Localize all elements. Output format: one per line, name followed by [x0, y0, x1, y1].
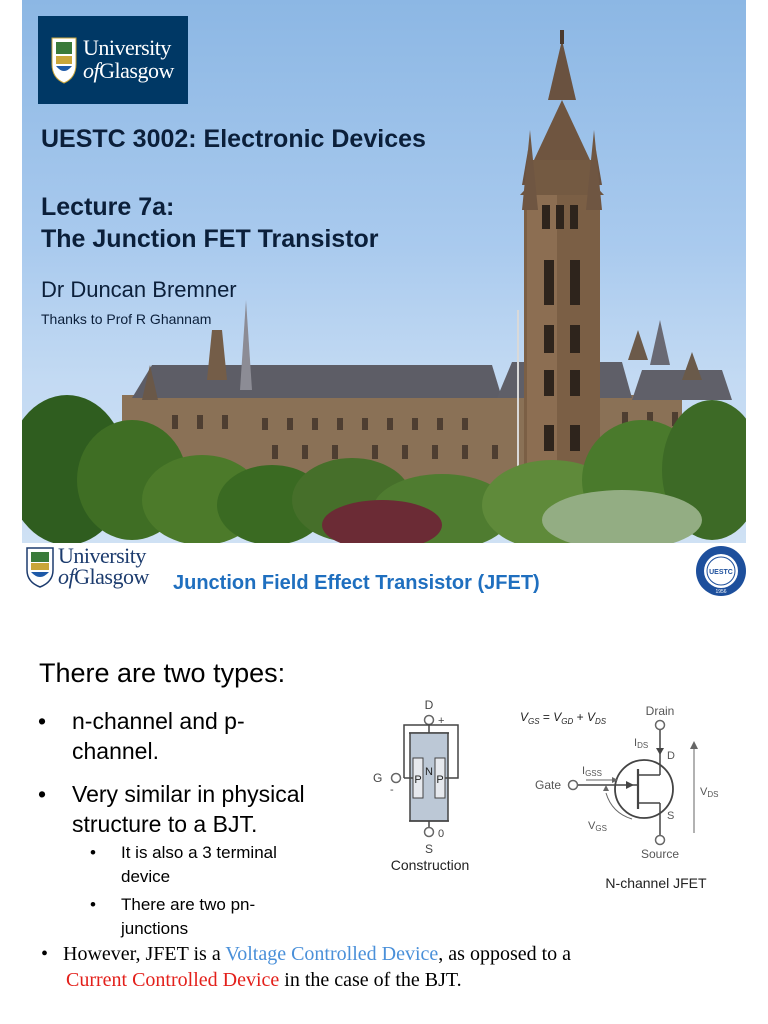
svg-text:S: S [425, 842, 433, 856]
svg-text:Drain: Drain [646, 704, 675, 718]
crest-icon [51, 37, 77, 84]
uestc-seal-icon: UESTC 1956 [696, 546, 746, 596]
drain-terminal [423, 714, 435, 726]
svg-text:D: D [425, 698, 434, 712]
author: Dr Duncan Bremner [41, 277, 237, 302]
university-logo: University ofGlasgow [38, 16, 188, 104]
current-controlled-highlight: Current Controlled Device [66, 969, 280, 991]
svg-text:S: S [667, 810, 674, 822]
logo-glasgow: Glasgow [74, 564, 149, 589]
svg-text:G: G [373, 771, 382, 785]
logo-line1: University [58, 543, 146, 568]
logo-of: of [58, 564, 75, 589]
source-terminal [654, 834, 666, 846]
construction-diagram: D + P N P G - 0 S Construction [373, 698, 469, 873]
vgs-equation: VGS = VGD + VDS [520, 710, 607, 726]
crest-icon [26, 547, 54, 588]
sub-bullet-item: • It is also a 3 terminal device [90, 843, 277, 886]
symbol-caption: N-channel JFET [605, 875, 707, 891]
gate-terminal [567, 779, 579, 791]
n-channel-symbol: VGS = VGD + VDS Drain IDS D Gate IGSS [520, 704, 718, 891]
slide-title: Junction Field Effect Transistor (JFET) [173, 572, 540, 594]
content-slide: University ofGlasgow Junction Field Effe… [0, 543, 768, 1024]
lecture-number: Lecture 7a: [41, 193, 175, 221]
seal-text: UESTC [709, 569, 733, 576]
bullet-item: • n-channel and p- channel. [38, 708, 245, 764]
section-heading: There are two types: [39, 658, 286, 688]
vgs-label: VGS [588, 820, 607, 833]
svg-text:P: P [436, 774, 443, 786]
svg-text:Source: Source [641, 847, 679, 861]
svg-text:P: P [414, 774, 421, 786]
transistor-body [614, 759, 674, 819]
bullet-item: • Very similar in physical structure to … [38, 781, 305, 837]
svg-text:0: 0 [438, 828, 444, 840]
svg-text:D: D [667, 750, 675, 762]
conclusion-line: • However, JFET is a Voltage Controlled … [41, 943, 572, 965]
jfet-diagrams: D + P N P G - 0 S Construction [373, 698, 718, 891]
title-slide: University ofGlasgow UESTC 3002: Electro… [22, 0, 746, 543]
igss-label: IGSS [582, 765, 602, 778]
university-logo-text: University ofGlasgow [58, 543, 149, 589]
construction-caption: Construction [391, 857, 470, 873]
lecture-title: Lecture 7a: The Junction FET Transistor [41, 191, 379, 255]
acknowledgement: Thanks to Prof R Ghannam [41, 311, 212, 327]
seal-year: 1956 [715, 589, 726, 595]
sub-bullet-item: • There are two pn- junctions [90, 895, 256, 938]
university-building-photo [22, 30, 746, 543]
course-title: UESTC 3002: Electronic Devices [41, 125, 426, 153]
svg-text:Gate: Gate [535, 778, 561, 792]
voltage-controlled-highlight: Voltage Controlled Device [225, 943, 439, 965]
conclusion-line-2: Current Controlled Device in the case of… [66, 969, 462, 991]
svg-text:+: + [438, 715, 444, 727]
logo-glasgow: Glasgow [99, 58, 174, 83]
logo-of: of [83, 58, 100, 83]
source-terminal [423, 826, 435, 838]
vds-label: VDS [700, 786, 718, 799]
ids-label: IDS [634, 737, 648, 750]
drain-terminal [654, 719, 666, 731]
gate-terminal [390, 772, 402, 784]
svg-text:N: N [425, 766, 433, 778]
svg-text:-: - [390, 784, 394, 796]
logo-line1: University [83, 35, 171, 60]
lecture-topic: The Junction FET Transistor [41, 225, 379, 253]
